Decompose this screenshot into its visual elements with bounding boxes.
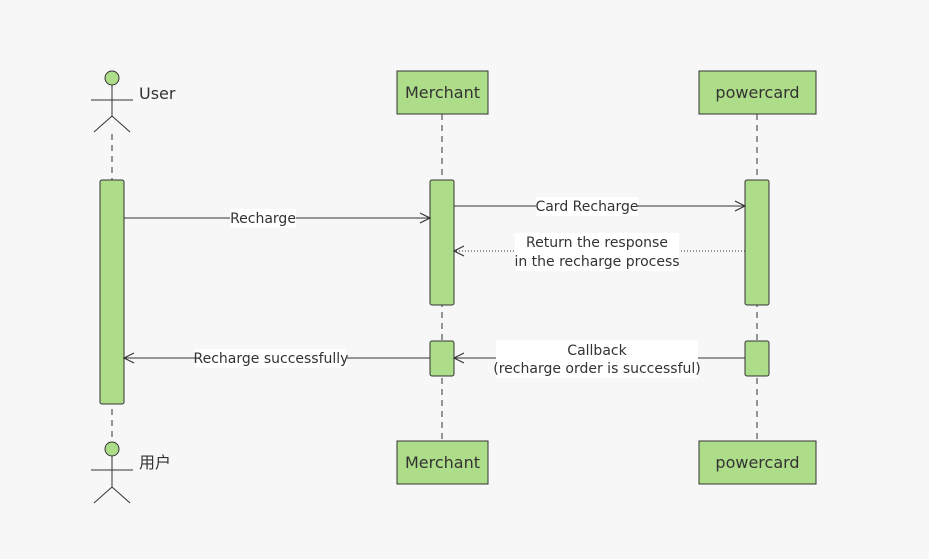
user-actor-top[interactable]: User xyxy=(91,70,176,133)
card-recharge-label: Card Recharge xyxy=(535,199,638,215)
user-bottom-label: 用户 xyxy=(139,453,171,472)
return-response-line2: in the recharge process xyxy=(514,254,679,270)
recharge-label: Recharge xyxy=(230,211,296,227)
powercard-bottom-label: powercard xyxy=(715,453,799,472)
merchant-box-top[interactable]: Merchant xyxy=(396,70,489,115)
merchant-top-label: Merchant xyxy=(405,83,480,102)
user-actor-bottom[interactable]: 用户 xyxy=(91,441,171,504)
merchant-bottom-label: Merchant xyxy=(405,453,480,472)
message-recharge[interactable]: Recharge xyxy=(124,209,430,228)
callback-line2: (recharge order is successful) xyxy=(493,361,700,377)
return-response-line1: Return the response xyxy=(526,235,668,251)
recharge-successfully-label: Recharge successfully xyxy=(194,351,349,367)
message-callback[interactable]: Callback (recharge order is successful) xyxy=(454,340,745,378)
user-top-label: User xyxy=(139,84,176,103)
powercard-activation-bar-2 xyxy=(744,340,770,377)
merchant-activation-bar-1 xyxy=(429,179,455,306)
powercard-activation-bar-1 xyxy=(744,179,770,306)
message-recharge-successfully[interactable]: Recharge successfully xyxy=(124,349,430,368)
message-return-response[interactable]: Return the response in the recharge proc… xyxy=(454,233,745,271)
user-activation-bar xyxy=(99,179,125,405)
powercard-box-top[interactable]: powercard xyxy=(698,70,817,115)
merchant-box-bottom[interactable]: Merchant xyxy=(396,440,489,485)
powercard-top-label: powercard xyxy=(715,83,799,102)
callback-line1: Callback xyxy=(567,343,627,359)
message-card-recharge[interactable]: Card Recharge xyxy=(454,197,745,216)
powercard-box-bottom[interactable]: powercard xyxy=(698,440,817,485)
actor-head-icon xyxy=(104,70,120,86)
merchant-activation-bar-2 xyxy=(429,340,455,377)
actor-head-icon xyxy=(104,441,120,457)
